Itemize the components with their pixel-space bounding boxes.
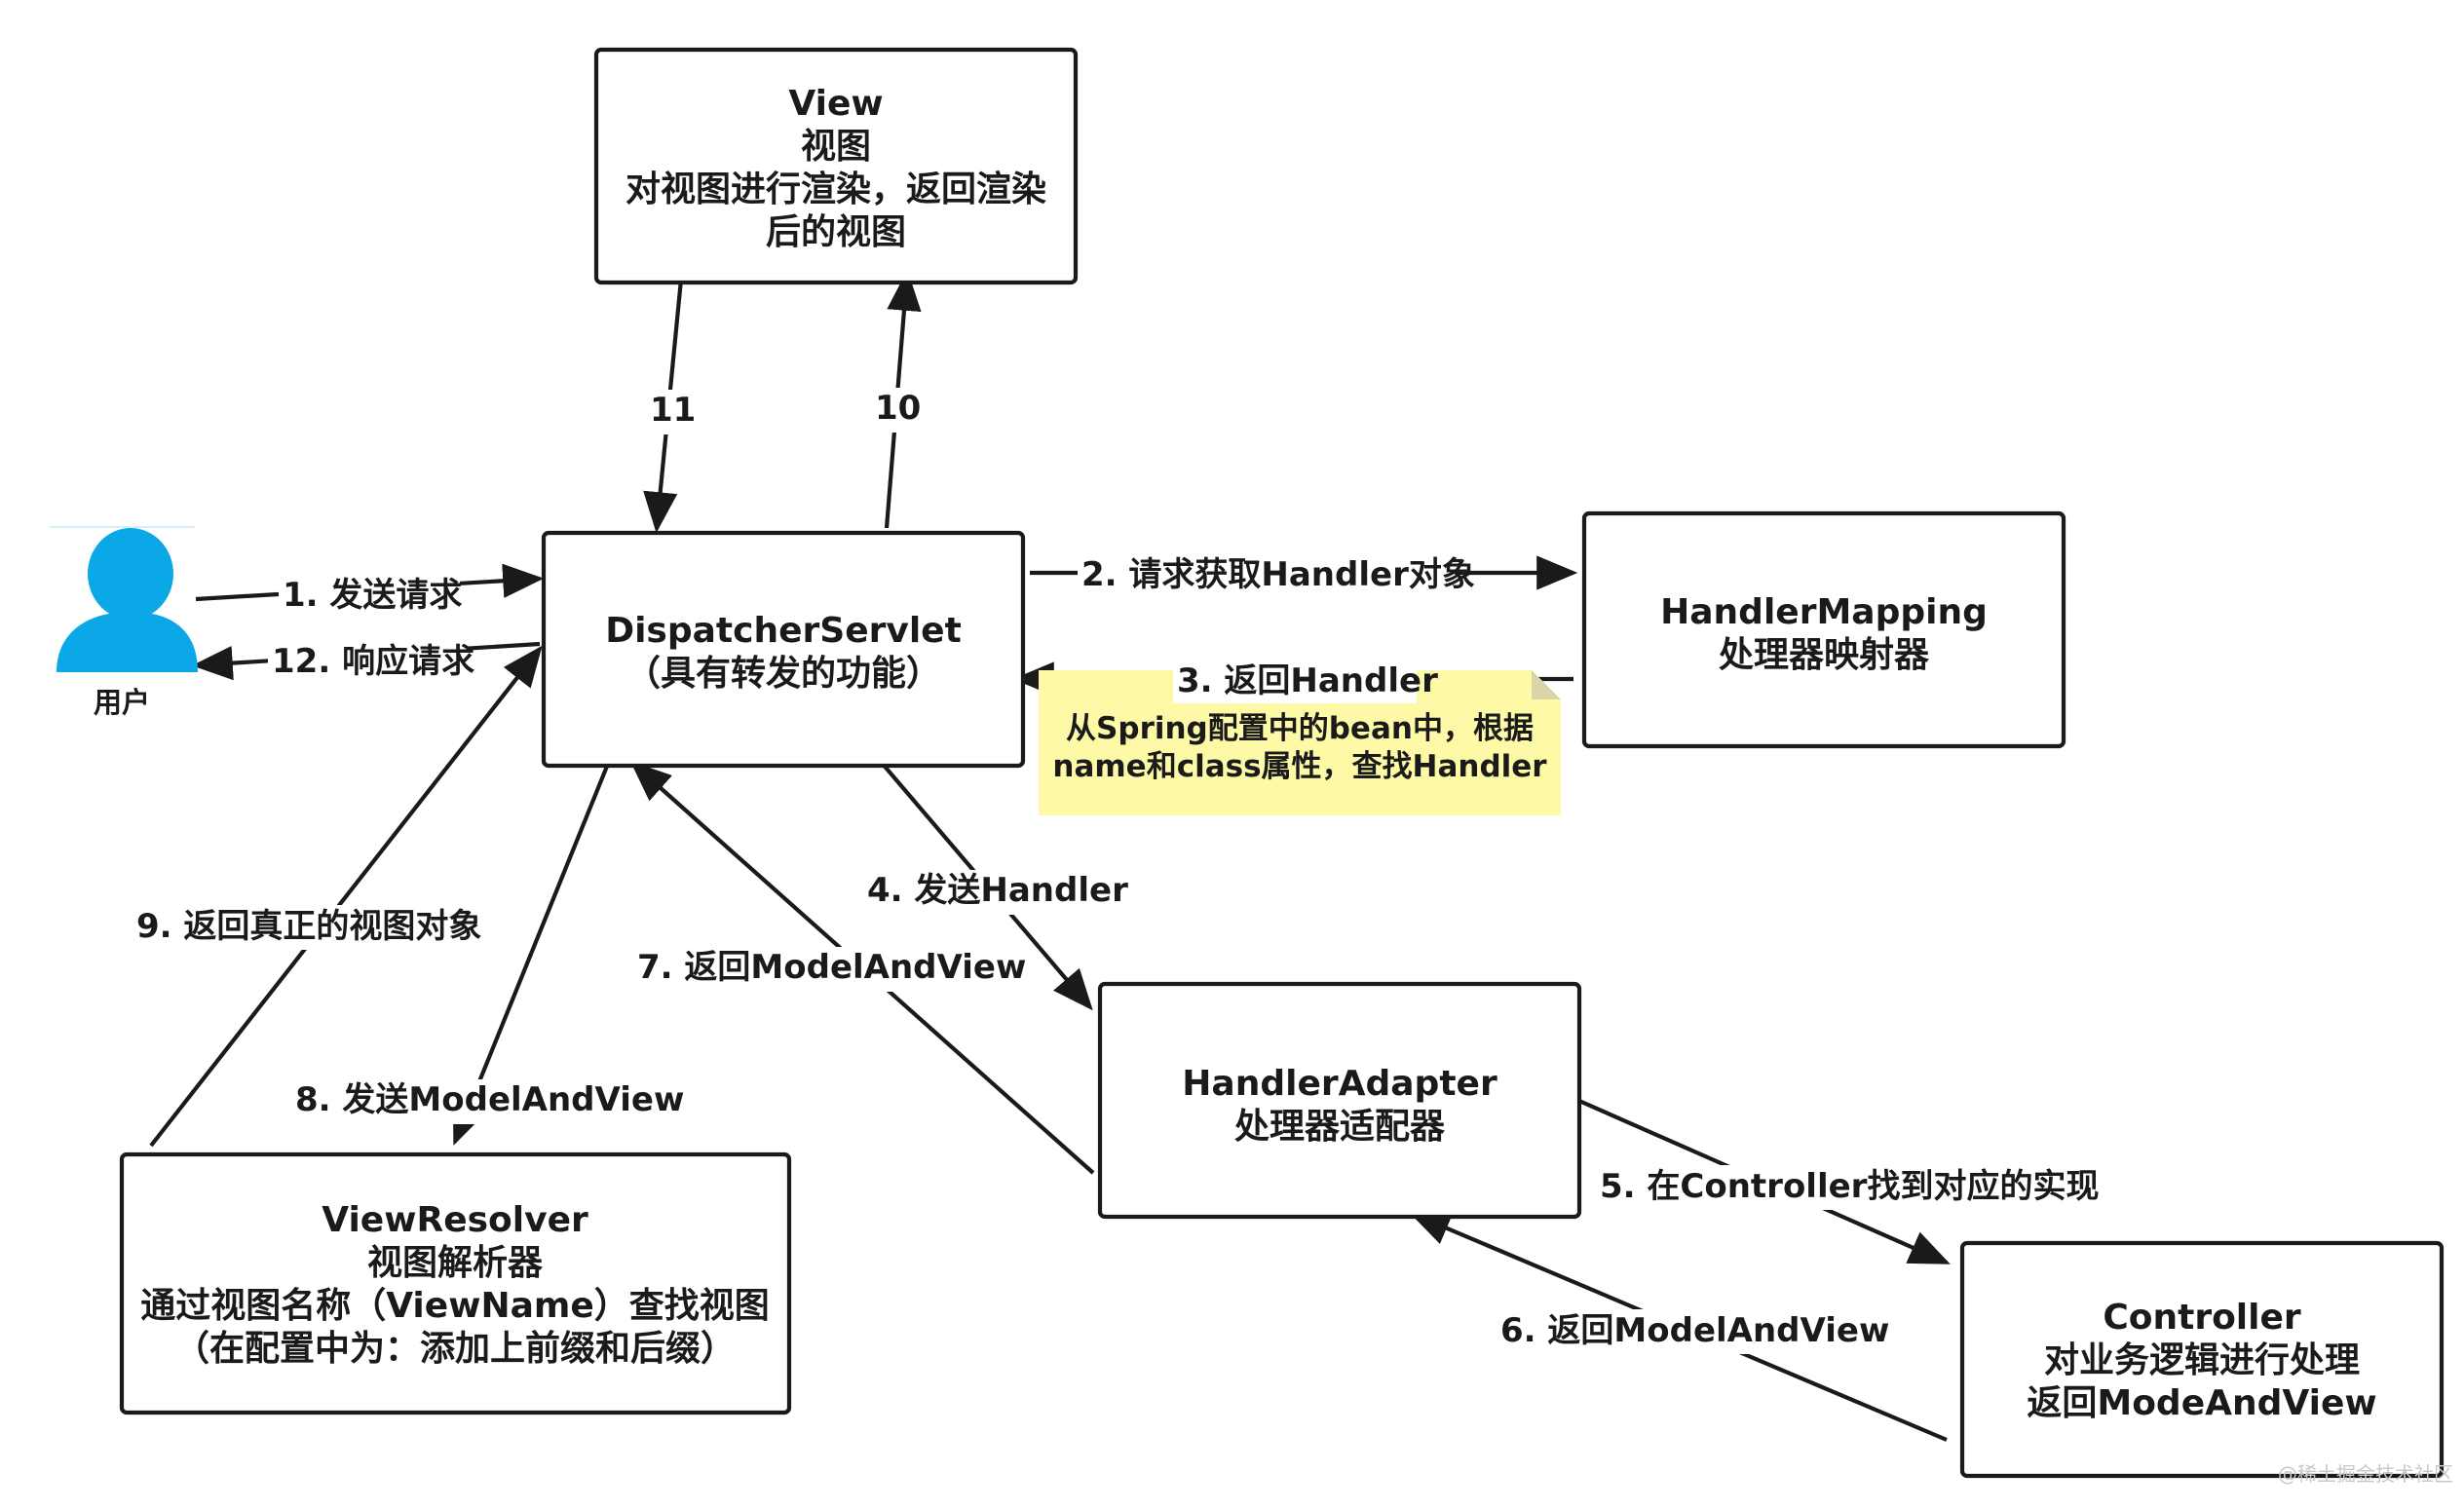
note-line-2: name和class属性，查找Handler <box>1052 749 1547 784</box>
edge-8-label: 8. 发送ModelAndView <box>295 1080 684 1119</box>
view-desc-line-1: 对视图进行渲染，返回渲染 <box>625 170 1046 209</box>
view-title: View <box>788 84 883 124</box>
note-fold <box>1532 670 1561 699</box>
edge-labels: 1. 发送请求 12. 响应请求 2. 请求获取Handler对象 3. 返回H… <box>133 388 2099 1354</box>
edge-8-line <box>452 763 610 1146</box>
note-body <box>1039 670 1561 815</box>
user-actor: 用户 <box>50 526 198 719</box>
controller-title: Controller <box>2103 1298 2301 1338</box>
controller-desc-line-2: 返回ModeAndView <box>2027 1383 2376 1423</box>
edge-2-label: 2. 请求获取Handler对象 <box>1081 555 1475 594</box>
dispatcher-subtitle: （具有转发的功能） <box>625 654 941 694</box>
edge-9-line <box>149 645 543 1148</box>
view-desc-line-2: 后的视图 <box>766 212 906 252</box>
handler-adapter-node: HandlerAdapter 处理器适配器 <box>1097 981 1582 1220</box>
view-resolver-desc-line-2: （在配置中为：添加上前缀和后缀） <box>174 1329 736 1369</box>
edge-6-label: 6. 返回ModelAndView <box>1500 1311 1889 1350</box>
edge-9-label: 9. 返回真正的视图对象 <box>136 907 481 946</box>
watermark: @稀土掘金技术社区 <box>2278 1462 2453 1486</box>
handler-adapter-subtitle: 处理器适配器 <box>1234 1107 1446 1147</box>
person-icon <box>50 526 198 672</box>
controller-node: Controller 对业务逻辑进行处理 返回ModeAndView <box>1959 1240 2445 1479</box>
edge-10-label: 10 <box>875 389 921 428</box>
view-resolver-node: ViewResolver 视图解析器 通过视图名称（ViewName）查找视图 … <box>119 1151 792 1415</box>
note-line-1: 从Spring配置中的bean中，根据 <box>1066 711 1534 746</box>
edge-4-label: 4. 发送Handler <box>867 871 1128 910</box>
view-resolver-title: ViewResolver <box>322 1200 588 1240</box>
handler-mapping-subtitle: 处理器映射器 <box>1719 635 1930 675</box>
edge-5-label: 5. 在Controller找到对应的实现 <box>1600 1167 2099 1206</box>
view-node: View 视图 对视图进行渲染，返回渲染 后的视图 <box>593 47 1079 285</box>
handler-mapping-node: HandlerMapping 处理器映射器 <box>1581 510 2066 749</box>
edge-12-label: 12. 响应请求 <box>272 642 474 681</box>
edge-3-label: 3. 返回Handler <box>1177 661 1438 700</box>
view-resolver-subtitle: 视图解析器 <box>367 1243 544 1283</box>
dispatcher-servlet-node: DispatcherServlet （具有转发的功能） <box>541 530 1026 769</box>
user-caption: 用户 <box>94 686 150 719</box>
edge-1-label: 1. 发送请求 <box>283 576 462 615</box>
handler-adapter-title: HandlerAdapter <box>1182 1064 1497 1104</box>
dispatcher-title: DispatcherServlet <box>605 611 962 651</box>
view-subtitle: 视图 <box>801 127 871 167</box>
handler-mapping-title: HandlerMapping <box>1660 592 1988 632</box>
edge-11-label: 11 <box>650 391 696 430</box>
controller-desc-line-1: 对业务逻辑进行处理 <box>2044 1340 2360 1380</box>
edge-7-label: 7. 返回ModelAndView <box>637 948 1026 987</box>
handler-lookup-note: 从Spring配置中的bean中，根据 name和class属性，查找Handl… <box>1039 670 1561 815</box>
view-resolver-desc-line-1: 通过视图名称（ViewName）查找视图 <box>140 1286 770 1326</box>
